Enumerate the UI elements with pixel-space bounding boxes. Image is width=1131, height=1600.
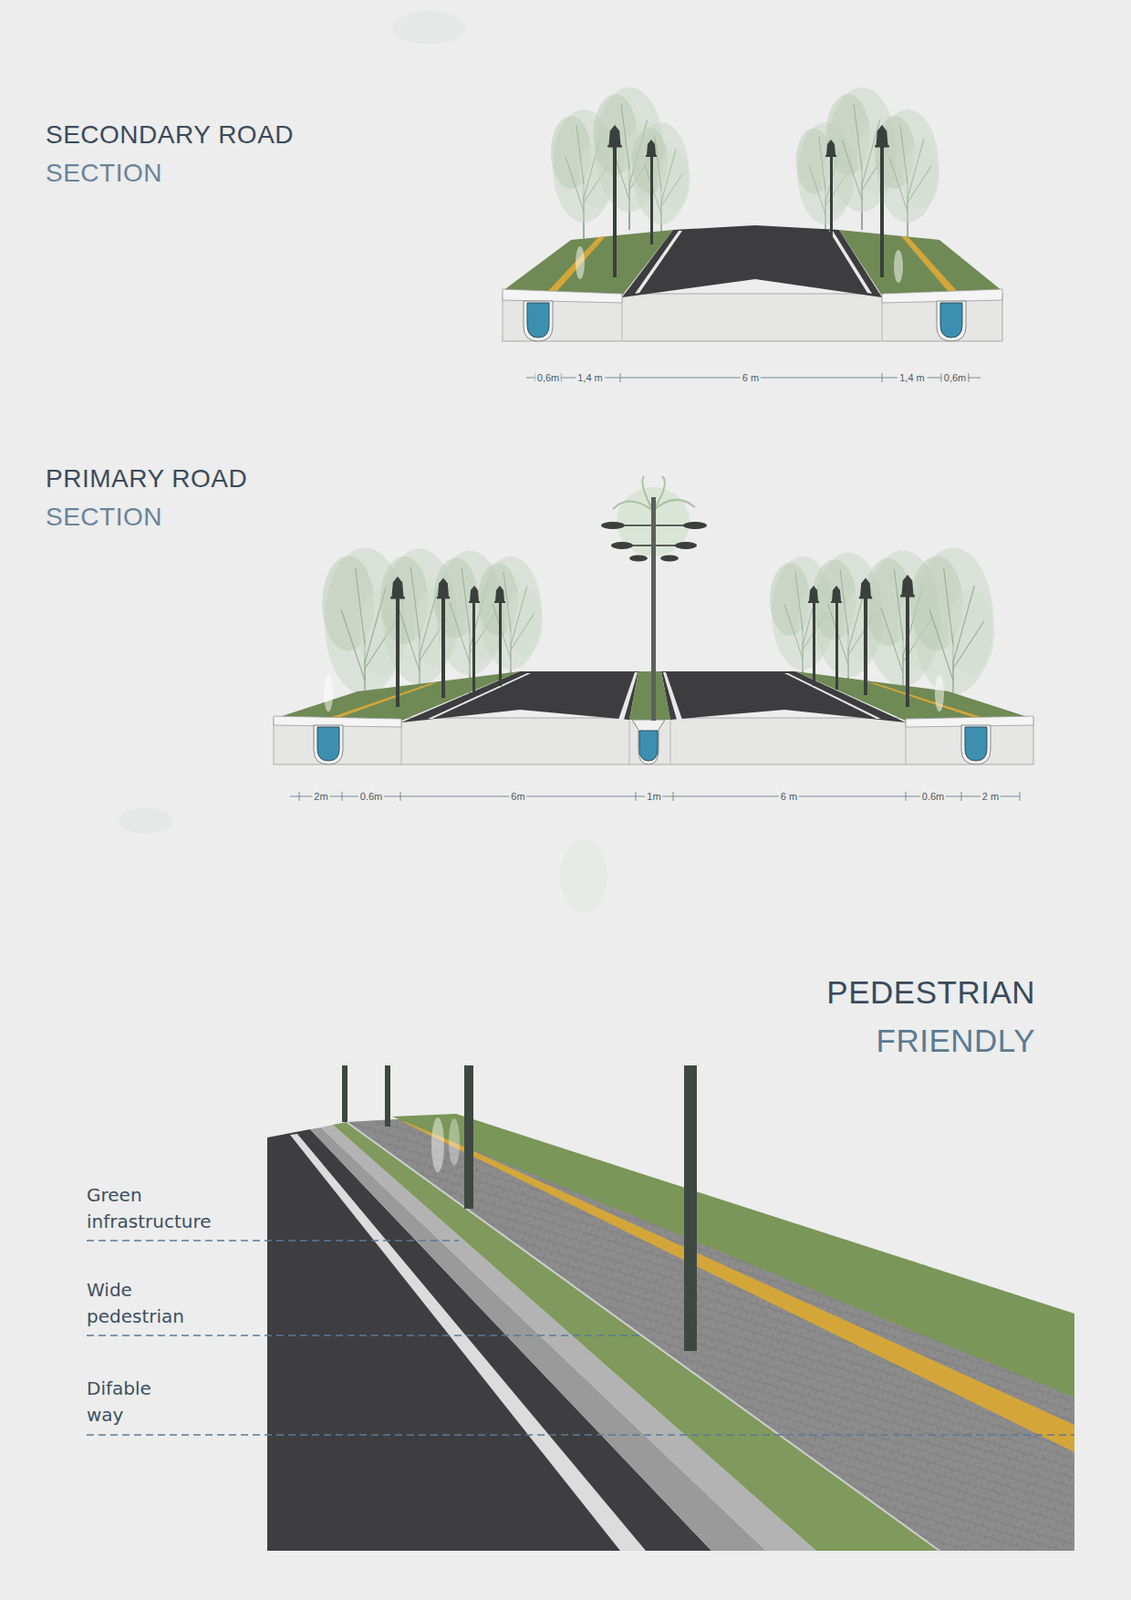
dimension-label: 1,4 m — [897, 372, 927, 384]
dimension-label: 1m — [644, 790, 663, 803]
dimension-label: 6m — [508, 790, 527, 803]
dimension-label: 0,6m — [942, 372, 968, 384]
callout-label: Difable way — [86, 1375, 178, 1429]
dimension-label: 0,6m — [535, 372, 561, 384]
panel-subtitle: FRIENDLY — [876, 1022, 1037, 1059]
panel-title: PEDESTRIAN — [826, 974, 1036, 1011]
dimension-label: 0.6m — [358, 790, 384, 803]
callout-label: Wide pedestrian — [86, 1276, 215, 1330]
section-subtitle: SECTION — [45, 158, 163, 188]
road-title: PRIMARY ROAD — [45, 464, 248, 494]
dimension-label: 1,4 m — [575, 372, 605, 384]
dimension-label: 6 m — [740, 372, 761, 384]
dimension-label: 6 m — [778, 790, 799, 803]
dimension-label: 2 m — [980, 790, 1001, 803]
road-title: SECONDARY ROAD — [45, 120, 294, 150]
dimension-label: 0.6m — [920, 790, 946, 803]
dimension-label: 2m — [311, 790, 330, 803]
callout-label: Green infrastructure — [86, 1182, 247, 1235]
section-subtitle: SECTION — [45, 502, 163, 532]
